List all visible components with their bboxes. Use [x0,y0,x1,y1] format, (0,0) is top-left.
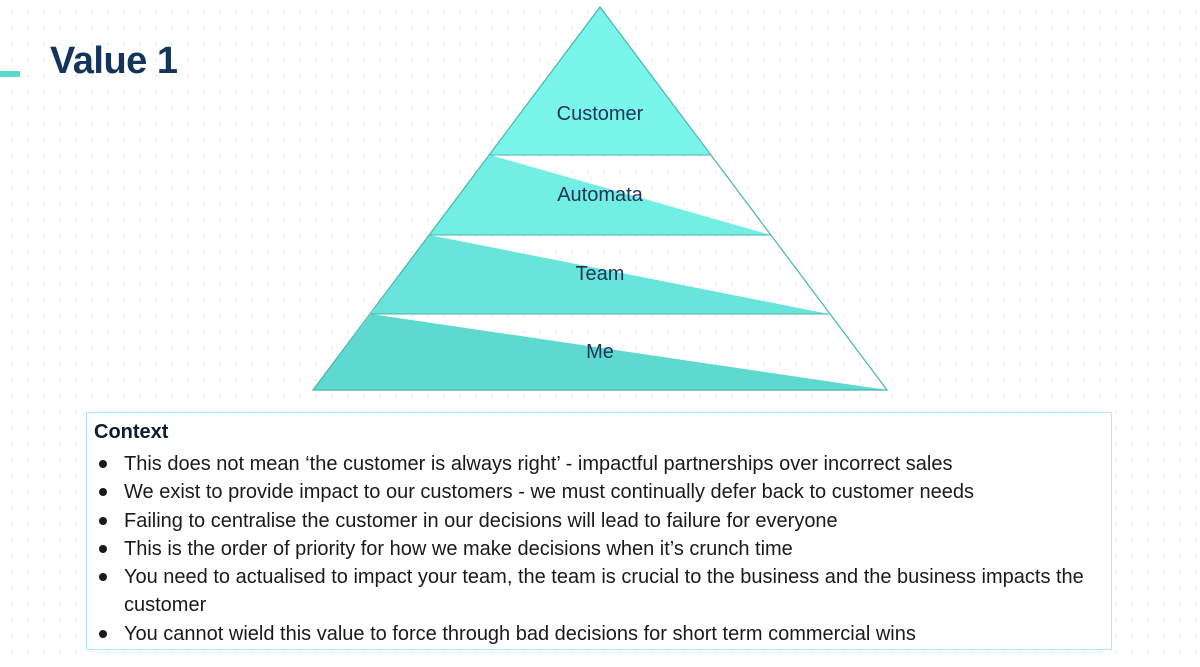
context-item-text: We exist to provide impact to our custom… [124,481,974,504]
context-item-text: You cannot wield this value to force thr… [124,622,916,645]
bullet-icon [99,629,107,638]
pyramid-label-customer: Customer [557,103,644,125]
context-list: This does not mean ‘the customer is alwa… [98,450,1098,648]
context-list-item: You cannot wield this value to force thr… [98,620,1098,648]
pyramid-tier-team [371,235,829,314]
context-item-text: You need to actualised to impact your te… [124,566,1084,617]
pyramid-tier-automata [429,155,771,235]
bullet-icon [99,573,107,582]
context-list-item: This is the order of priority for how we… [98,535,1098,563]
pyramid-label-team: Team [576,263,625,285]
pyramid-label-me: Me [586,341,614,363]
bullet-icon [99,516,107,525]
pyramid-tier-customer [490,7,710,155]
context-item-text: This does not mean ‘the customer is alwa… [124,453,953,475]
pyramid-tier-me [313,314,887,390]
pyramid-label-automata: Automata [557,184,643,206]
context-list-item: This does not mean ‘the customer is alwa… [98,450,1098,478]
context-item-text: This is the order of priority for how we… [124,537,793,560]
context-item-text: Failing to centralise the customer in ou… [124,509,838,532]
title-accent-bar [0,71,20,77]
context-list-item: Failing to centralise the customer in ou… [98,507,1098,535]
bullet-icon [99,544,107,553]
slide-title: Value 1 [50,40,178,82]
context-list-item: You need to actualised to impact your te… [98,563,1098,620]
context-heading: Context [94,421,169,443]
pyramid-outline [311,5,889,391]
context-list-item: We exist to provide impact to our custom… [98,478,1098,506]
context-box: Context This does not mean ‘the customer… [86,412,1112,650]
bullet-icon [99,460,107,468]
bullet-icon [99,488,107,497]
